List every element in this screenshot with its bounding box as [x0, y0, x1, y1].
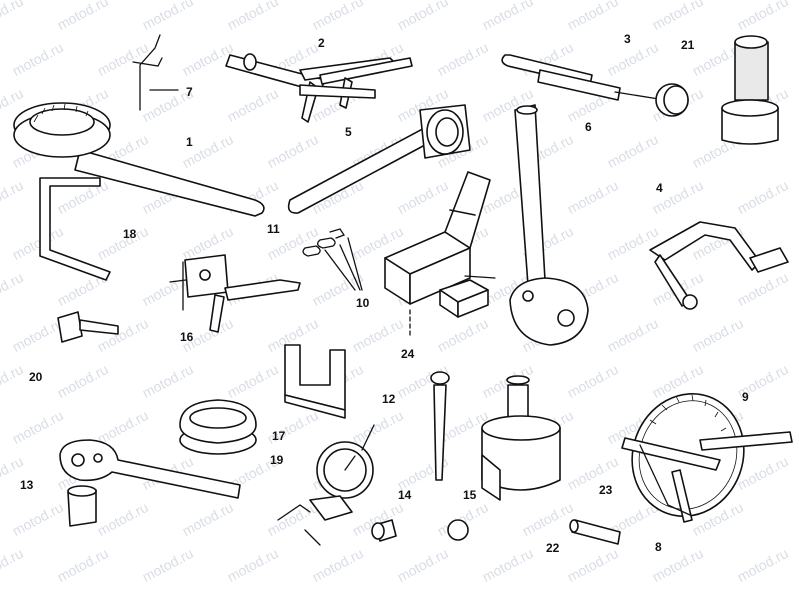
label-7: 7 — [186, 85, 193, 99]
label-21: 21 — [681, 38, 695, 52]
tool-24-box — [384, 171, 496, 336]
label-3: 3 — [624, 32, 631, 46]
tool-1-ring-wrench — [13, 102, 265, 217]
label-23: 23 — [599, 483, 613, 497]
label-22: 22 — [546, 541, 560, 555]
tool-22-fork-stand — [481, 375, 561, 501]
tool-18-bent-rod — [39, 177, 111, 281]
tool-13-pin-spanner — [59, 439, 241, 527]
label-1: 1 — [186, 135, 193, 149]
label-19: 19 — [270, 453, 284, 467]
label-2: 2 — [318, 36, 325, 50]
tool-4-box-spanner — [509, 104, 589, 346]
tool-3-slide-hammer — [501, 54, 689, 117]
tool-7-bent-pin — [132, 34, 179, 111]
tool-11-clips — [302, 228, 345, 257]
tool-12-fixture — [284, 344, 346, 419]
tool-5-socket-wrench — [287, 104, 471, 214]
label-6: 6 — [585, 120, 592, 134]
tool-4-crank — [649, 221, 789, 310]
label-13: 13 — [20, 478, 34, 492]
label-9: 9 — [742, 390, 749, 404]
tool-21-drift — [721, 35, 779, 145]
label-5: 5 — [345, 125, 352, 139]
tool-16-holder — [169, 254, 301, 333]
label-17: 17 — [272, 429, 286, 443]
tool-17-cap — [179, 399, 257, 455]
label-10: 10 — [356, 296, 370, 310]
tool-12-long-pin — [430, 371, 450, 481]
tool-19-dial-gauge — [277, 424, 375, 546]
label-14: 14 — [398, 488, 412, 502]
tool-22-cylinder — [569, 519, 621, 545]
label-8: 8 — [655, 540, 662, 554]
label-11: 11 — [267, 222, 280, 236]
label-4: 4 — [656, 181, 663, 195]
label-18: 18 — [123, 227, 137, 241]
tool-14-plug — [371, 519, 397, 542]
tool-20-bolt — [57, 311, 119, 343]
label-16: 16 — [180, 330, 194, 344]
tool-15-ball — [447, 519, 469, 541]
label-20: 20 — [29, 370, 43, 384]
label-24: 24 — [401, 347, 415, 361]
label-15: 15 — [463, 488, 477, 502]
tool-9-degree-wheel — [621, 392, 793, 523]
label-12: 12 — [382, 392, 396, 406]
tool-2-puller — [225, 53, 413, 123]
